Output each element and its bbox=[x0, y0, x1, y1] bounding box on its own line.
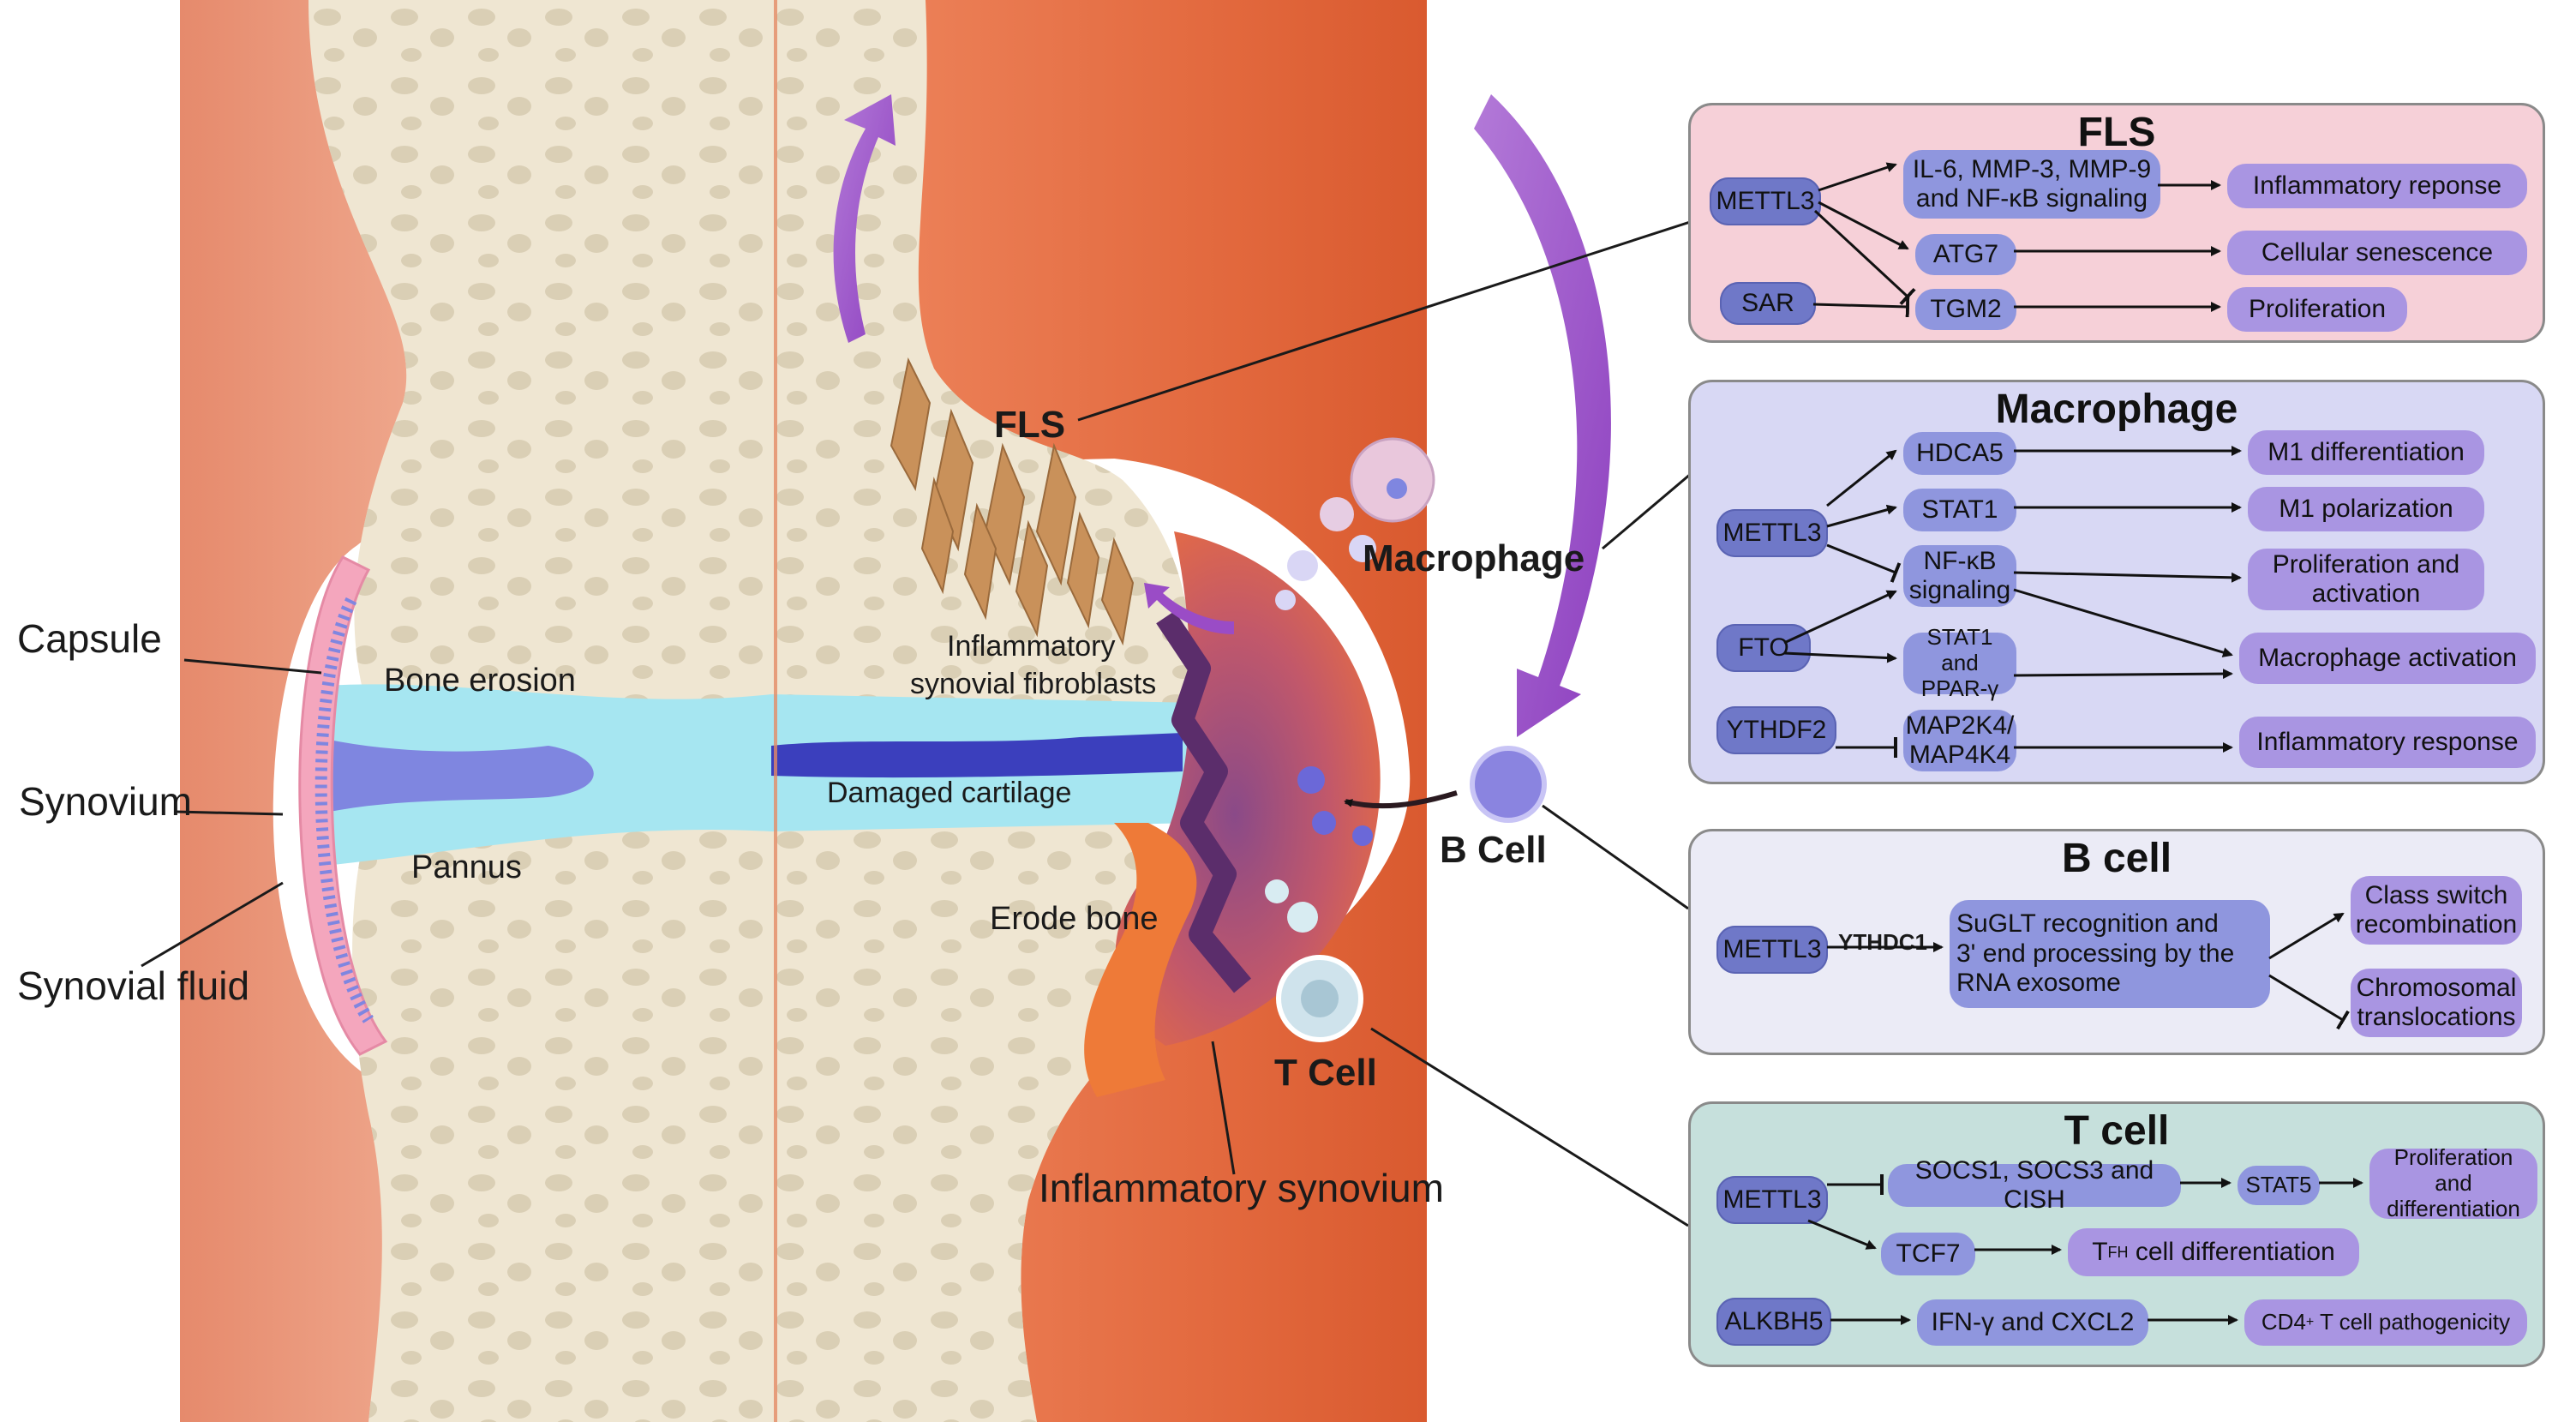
fls-sar-node: SAR bbox=[1720, 282, 1816, 325]
fls-tgm2-node: TGM2 bbox=[1915, 289, 2016, 330]
fibroblast-cells bbox=[890, 357, 1135, 646]
mac-stat1-ppar-line2: PPAR-γ bbox=[1920, 675, 1999, 701]
mac-out-prolif-line1: Proliferation and bbox=[2272, 549, 2460, 579]
b-out-chrom: Chromosomal translocations bbox=[2351, 969, 2522, 1037]
macrophage-label: Macrophage bbox=[1363, 537, 1585, 579]
mac-hdca5-node: HDCA5 bbox=[1903, 432, 2016, 475]
t-ifn-node: IFN-γ and CXCL2 bbox=[1917, 1299, 2148, 1346]
inflammatory-fibroblasts-label-line2: synovial fibroblasts bbox=[910, 668, 1157, 700]
small-purple-arrow bbox=[1144, 583, 1234, 634]
t-tfh-sub: FH bbox=[2107, 1243, 2129, 1261]
b-out-chrom-line2: translocations bbox=[2357, 1003, 2516, 1031]
b-sugl-line2: 3' end processing by the bbox=[1956, 939, 2235, 968]
mac-stat1-ppar-node: STAT1 and PPAR-γ bbox=[1903, 624, 2016, 701]
synovium-lining bbox=[298, 555, 388, 1056]
fls-il6-line1: IL-6, MMP-3, MMP-9 bbox=[1912, 154, 2152, 183]
macrophage-panel: Macrophage METTL3 FTO YTHDF2 HDCA5 STAT1… bbox=[1688, 380, 2545, 784]
t-cells bbox=[1265, 879, 1363, 1042]
mac-out-macro-act: Macrophage activation bbox=[2239, 633, 2536, 684]
mac-stat1-node: STAT1 bbox=[1903, 489, 2016, 531]
b-out-class-line1: Class switch bbox=[2364, 880, 2508, 909]
t-cell-panel: T cell METTL3 ALKBH5 SOCS1, SOCS3 and CI… bbox=[1688, 1101, 2545, 1367]
b-cell-label: B Cell bbox=[1440, 829, 1547, 871]
b-mettl3-node: METTL3 bbox=[1716, 926, 1828, 974]
fls-atg7-node: ATG7 bbox=[1915, 234, 2016, 275]
mac-out-m1-diff: M1 differentiation bbox=[2248, 430, 2484, 475]
b-sugl-line1: SuGLT recognition and bbox=[1956, 909, 2219, 939]
fls-il6-line2: and NF-κB signaling bbox=[1915, 184, 2148, 213]
b-out-class-line2: recombination bbox=[2355, 910, 2518, 939]
t-out-prolif: Proliferation and differentiation bbox=[2369, 1144, 2537, 1221]
fls-out-inflammatory: Inflammatory reponse bbox=[2227, 164, 2527, 208]
inflammatory-fibroblasts-label-line1: Inflammatory bbox=[947, 630, 1116, 663]
t-out-prolif-line1: Proliferation and bbox=[2393, 1144, 2513, 1197]
inflammatory-synovium-label: Inflammatory synovium bbox=[1039, 1166, 1444, 1210]
b-cell-panel-title: B cell bbox=[2061, 836, 2172, 881]
t-cd4-sup: + bbox=[2305, 1314, 2315, 1329]
fls-mettl3-node: METTL3 bbox=[1710, 177, 1821, 225]
b-cell-panel: B cell METTL3 YTHDC1 SuGLT recognition a… bbox=[1688, 829, 2545, 1055]
b-sugl-node: SuGLT recognition and 3' end processing … bbox=[1950, 900, 2270, 1008]
mac-out-m1-pol: M1 polarization bbox=[2248, 487, 2484, 531]
fls-panel: FLS METTL3 SAR IL-6, MMP-3, MMP-9 and NF… bbox=[1688, 103, 2545, 343]
t-mettl3-node: METTL3 bbox=[1716, 1176, 1828, 1224]
mac-nfkb-line1: NF-κB bbox=[1923, 546, 1997, 575]
mac-out-inflammatory: Inflammatory response bbox=[2239, 717, 2536, 768]
mac-fto-node: FTO bbox=[1716, 624, 1811, 672]
macrophage-cells bbox=[1275, 437, 1435, 610]
eroded-bone bbox=[1084, 823, 1197, 1097]
mac-map2k4-line2: MAP4K4 bbox=[1908, 741, 2011, 769]
mac-ythdf2-node: YTHDF2 bbox=[1716, 706, 1836, 754]
t-alkbh5-node: ALKBH5 bbox=[1716, 1298, 1831, 1346]
damaged-cartilage-label: Damaged cartilage bbox=[827, 777, 1072, 809]
t-socs-node: SOCS1, SOCS3 and CISH bbox=[1888, 1156, 2181, 1214]
capsule-label: Capsule bbox=[17, 616, 162, 661]
pannus-label: Pannus bbox=[411, 849, 522, 885]
t-tfh-t: T bbox=[2092, 1237, 2108, 1266]
fls-out-proliferation: Proliferation bbox=[2227, 287, 2407, 332]
t-tcf7-node: TCF7 bbox=[1881, 1233, 1975, 1275]
t-cell-panel-title: T cell bbox=[2064, 1108, 2170, 1154]
t-stat5-node: STAT5 bbox=[2238, 1166, 2320, 1205]
damaged-cartilage bbox=[771, 733, 1183, 778]
erode-bone-label: Erode bone bbox=[990, 901, 1159, 937]
upward-purple-arrow bbox=[833, 94, 896, 343]
bone-erosion-label: Bone erosion bbox=[384, 663, 576, 699]
curved-purple-arrow bbox=[1474, 94, 1611, 737]
t-out-prolif-line2: differentiation bbox=[2387, 1195, 2520, 1221]
synovial-fluid-label: Synovial fluid bbox=[17, 963, 250, 1008]
mac-mettl3-node: METTL3 bbox=[1716, 509, 1828, 557]
b-ythdc1-label: YTHDC1 bbox=[1838, 929, 1928, 955]
pannus-band bbox=[317, 737, 594, 814]
synovial-fluid-band bbox=[326, 684, 1200, 866]
synovium-label: Synovium bbox=[19, 779, 192, 824]
fls-out-senescence: Cellular senescence bbox=[2227, 231, 2527, 275]
mac-stat1-ppar-line1: STAT1 and bbox=[1926, 624, 1993, 676]
fls-panel-title: FLS bbox=[2077, 110, 2156, 155]
t-tfh-rest: cell differentiation bbox=[2128, 1237, 2335, 1266]
mac-map2k4-line1: MAP2K4/ bbox=[1905, 711, 2015, 740]
mac-out-prolif: Proliferation and activation bbox=[2248, 549, 2484, 610]
macrophage-panel-title: Macrophage bbox=[1995, 387, 2238, 432]
b-sugl-line3: RNA exosome bbox=[1956, 969, 2121, 998]
b-cells bbox=[1297, 746, 1547, 846]
t-cell-label: T Cell bbox=[1274, 1052, 1377, 1094]
t-cd4-main: CD4 bbox=[2261, 1309, 2306, 1335]
fls-label: FLS bbox=[994, 404, 1066, 446]
b-out-class: Class switch recombination bbox=[2351, 876, 2522, 945]
mac-nfkb-node: NF-κB signaling bbox=[1903, 545, 2016, 607]
mac-map2k4-node: MAP2K4/ MAP4K4 bbox=[1903, 710, 2016, 771]
mac-nfkb-line2: signaling bbox=[1908, 576, 2011, 604]
mac-out-prolif-line2: activation bbox=[2311, 579, 2421, 608]
t-out-cd4: CD4+ T cell pathogenicity bbox=[2244, 1299, 2527, 1346]
fls-il6-node: IL-6, MMP-3, MMP-9 and NF-κB signaling bbox=[1903, 150, 2160, 219]
t-cd4-rest: T cell pathogenicity bbox=[2314, 1309, 2511, 1335]
b-out-chrom-line1: Chromosomal bbox=[2356, 973, 2517, 1002]
